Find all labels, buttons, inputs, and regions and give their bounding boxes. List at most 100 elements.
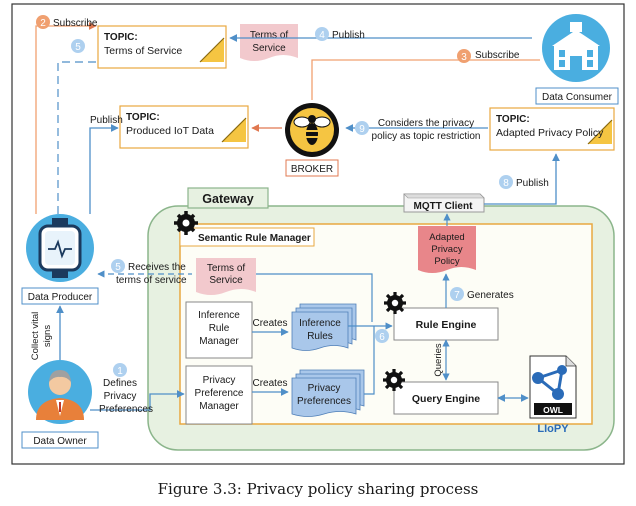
- broker-bee-icon[interactable]: [285, 103, 339, 157]
- gateway-label: Gateway: [202, 192, 253, 206]
- svg-text:Service: Service: [209, 275, 243, 286]
- svg-text:8: 8: [503, 178, 509, 189]
- inference-rule-manager-box[interactable]: [185, 301, 253, 359]
- step-5-badge-bottom: [111, 259, 125, 273]
- srm-gear-icon: [174, 211, 198, 235]
- query-engine-gear-icon: [383, 369, 405, 391]
- svg-text:Privacy: Privacy: [308, 383, 341, 394]
- data-owner-label: Data Owner: [33, 436, 87, 447]
- generates-label: Generates: [467, 290, 514, 301]
- step-9-label-1: Considers the privacy: [378, 118, 474, 129]
- svg-text:9: 9: [359, 124, 365, 135]
- step-4-badge: [315, 27, 329, 41]
- step-5-label-1: Receives the: [128, 262, 186, 273]
- step-1-badge: [113, 363, 127, 377]
- terms-of-service-document-top: Terms of Service: [240, 24, 298, 61]
- svg-text:Preferences: Preferences: [297, 396, 351, 407]
- svg-text:5: 5: [115, 262, 121, 273]
- data-consumer-label-box: [535, 87, 619, 105]
- publish-8-label: Publish: [516, 178, 549, 189]
- step-8-badge: [499, 175, 513, 189]
- svg-text:3: 3: [461, 52, 467, 63]
- figure-caption: Figure 3.3: Privacy policy sharing proce…: [158, 480, 479, 498]
- prefs-to-rule-engine-line: [364, 326, 375, 395]
- step-3-badge: [457, 49, 471, 63]
- svg-text:Produced IoT Data: Produced IoT Data: [126, 125, 214, 137]
- gateway-label-tab: [187, 187, 269, 209]
- creates-label-2: Creates: [252, 378, 287, 389]
- rule-engine-label: Rule Engine: [416, 319, 477, 331]
- query-engine-box[interactable]: [393, 381, 499, 415]
- svg-text:Rules: Rules: [307, 331, 333, 342]
- irm-label-1: Inference: [198, 310, 240, 321]
- queries-label: Queries: [433, 343, 444, 377]
- irm-label-2: Rule: [209, 323, 230, 334]
- svg-text:5: 5: [75, 42, 81, 53]
- srm-label-box: [179, 227, 315, 247]
- svg-text:7: 7: [454, 290, 460, 301]
- topic-terms-of-service[interactable]: TOPIC: Terms of Service: [97, 25, 227, 69]
- data-consumer-label: Data Consumer: [542, 92, 613, 103]
- liopy-label: LIoPY: [537, 423, 569, 435]
- mqtt-client-box[interactable]: MQTT Client: [403, 193, 485, 213]
- owl-ontology-icon: OWL: [529, 355, 577, 419]
- step-1-label-1: Defines: [103, 378, 137, 389]
- figure-frame: [11, 3, 625, 465]
- data-producer-label: Data Producer: [28, 292, 93, 303]
- ppm-label-2: Preference: [195, 388, 244, 399]
- step-7-badge: [450, 287, 464, 301]
- broker-label: BROKER: [291, 164, 333, 175]
- step-2-badge: [36, 15, 50, 29]
- svg-text:Terms of: Terms of: [250, 30, 289, 41]
- terms-of-service-document-inner: Terms of Service: [196, 258, 256, 295]
- topic-adapted-privacy-policy[interactable]: TOPIC: Adapted Privacy Policy: [489, 107, 615, 151]
- svg-text:4: 4: [319, 30, 325, 41]
- privacy-preferences-documents: Privacy Preferences: [291, 369, 365, 417]
- publish-iot-arrow: [89, 124, 119, 214]
- svg-text:Inference: Inference: [299, 318, 341, 329]
- svg-text:Service: Service: [252, 43, 286, 54]
- publish-8-arrow: [484, 153, 560, 205]
- data-owner-avatar-icon: [28, 360, 92, 424]
- step-1-label-2: Privacy: [104, 391, 137, 402]
- svg-text:Terms of Service: Terms of Service: [104, 45, 182, 57]
- collect-vital-label-1: Collect vital: [30, 312, 41, 361]
- svg-text:2: 2: [40, 18, 46, 29]
- svg-text:1: 1: [117, 366, 123, 377]
- svg-text:6: 6: [379, 332, 385, 343]
- creates-label-1: Creates: [252, 318, 287, 329]
- svg-text:TOPIC:: TOPIC:: [496, 114, 530, 125]
- rule-engine-box[interactable]: [393, 307, 499, 341]
- data-consumer-building-icon: [542, 14, 610, 82]
- svg-text:Privacy: Privacy: [431, 244, 462, 255]
- data-owner-label-box: [21, 431, 99, 449]
- publish-4-label: Publish: [332, 30, 365, 41]
- svg-text:Adapted: Adapted: [429, 232, 464, 243]
- data-producer-label-box: [21, 287, 99, 305]
- svg-text:Policy: Policy: [434, 256, 460, 267]
- srm-label: Semantic Rule Manager: [198, 233, 311, 244]
- subscribe-3-label: Subscribe: [475, 50, 520, 61]
- mqtt-client-label: MQTT Client: [414, 201, 474, 212]
- svg-text:TOPIC:: TOPIC:: [126, 112, 160, 123]
- step-5-label-2: terms of service: [116, 275, 187, 286]
- publish-left-label: Publish: [90, 115, 123, 126]
- step-1-label-3: Preferences: [99, 404, 153, 415]
- inference-rules-documents: Inference Rules: [291, 303, 357, 351]
- rule-engine-gear-icon: [384, 292, 406, 314]
- step-9-badge: [355, 121, 369, 135]
- data-producer-smartwatch-icon: [26, 214, 94, 282]
- defines-preferences-arrow: [90, 390, 185, 411]
- collect-vital-label-2: signs: [42, 325, 53, 347]
- terms-to-rule-engine-line: [256, 273, 373, 322]
- query-engine-label: Query Engine: [412, 393, 480, 405]
- irm-label-3: Manager: [199, 336, 239, 347]
- step-5-badge-top: [71, 39, 85, 53]
- privacy-preference-manager-box[interactable]: [185, 365, 253, 425]
- topic-produced-iot-data[interactable]: TOPIC: Produced IoT Data: [119, 105, 249, 149]
- svg-text:Terms of: Terms of: [207, 263, 246, 274]
- adapted-privacy-policy-document: Adapted Privacy Policy: [418, 226, 476, 273]
- svg-text:TOPIC:: TOPIC:: [104, 32, 138, 43]
- svg-text:OWL: OWL: [543, 405, 563, 415]
